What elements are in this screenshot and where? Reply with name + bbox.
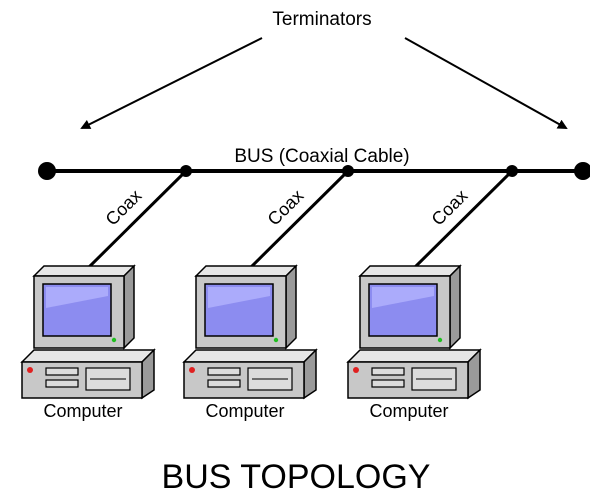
terminator-arrow-right [404, 37, 568, 129]
coax-drop-cable [244, 169, 350, 274]
drop-1: Coax Computer [21, 165, 192, 421]
coax-label: Coax [428, 186, 472, 230]
computer-icon [21, 265, 155, 399]
coax-drop-cable [82, 169, 188, 274]
terminator-right [574, 162, 590, 180]
coax-drop-cable [408, 169, 514, 274]
terminator-arrow-left [80, 37, 263, 129]
coax-label: Coax [102, 186, 146, 230]
computer-label: Computer [43, 401, 122, 421]
drop-3: Coax Computer [347, 165, 518, 421]
computer-label: Computer [369, 401, 448, 421]
computer-label: Computer [205, 401, 284, 421]
drop-2: Coax Computer [183, 165, 354, 421]
computer-icon [183, 265, 317, 399]
coax-label: Coax [264, 186, 308, 230]
diagram-title: BUS TOPOLOGY [162, 458, 431, 496]
terminator-left [38, 162, 56, 180]
bus-label: BUS (Coaxial Cable) [234, 146, 409, 167]
terminators-label: Terminators [272, 9, 371, 30]
computer-icon [347, 265, 481, 399]
